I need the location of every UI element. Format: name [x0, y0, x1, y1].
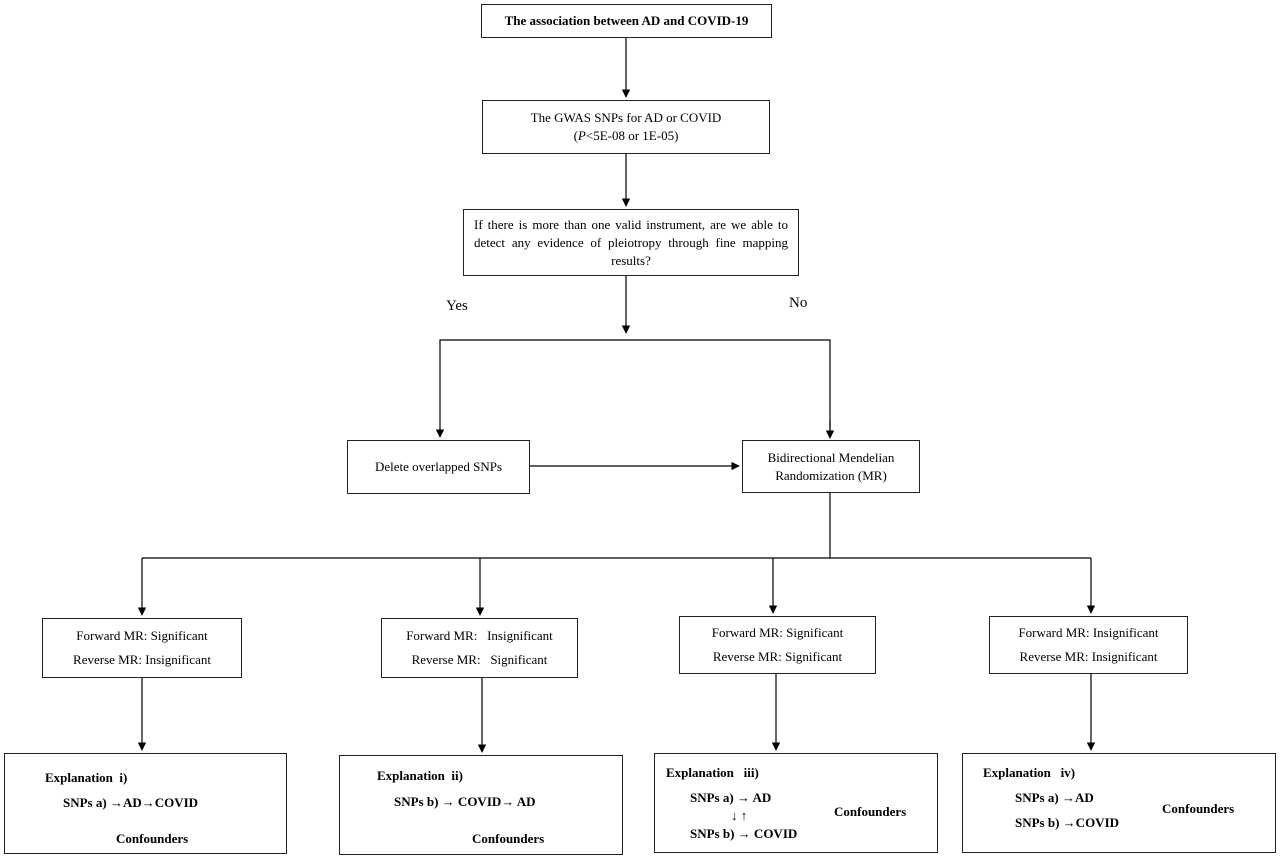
explanation-2-confounders: Confounders: [472, 831, 545, 846]
explanation-box-1: [4, 753, 287, 854]
gwas-threshold: <5E-08 or 1E-05): [585, 128, 679, 143]
outcome-box-3: Forward MR: Significant Reverse MR: Sign…: [679, 616, 876, 674]
mr-line2: Randomization (MR): [775, 467, 887, 483]
outcome-box-1: Forward MR: Significant Reverse MR: Insi…: [42, 618, 242, 678]
edge-split-no: [626, 339, 831, 437]
explanation-1-title: Explanation i): [45, 770, 128, 785]
explanation-3-title: Explanation iii): [666, 765, 759, 780]
explanation-4-snp-b: SNPs b) →COVID: [1015, 815, 1120, 830]
question-box: If there is more than one valid instrume…: [463, 209, 799, 276]
explanation-3-snp-b: SNPs b) → COVID: [690, 826, 798, 841]
explanation-box-3: [654, 753, 938, 853]
explanation-3-bidirectional: ↓ ↑: [731, 808, 748, 823]
outcome-3-forward: Forward MR: Significant: [711, 625, 844, 640]
explanation-3-confounders: Confounders: [834, 804, 907, 819]
outcome-box-2: Forward MR: Insignificant Reverse MR: Si…: [381, 618, 578, 678]
question-text: If there is more than one valid instrume…: [474, 216, 788, 268]
delete-text: Delete overlapped SNPs: [374, 459, 503, 474]
branch-yes-label: Yes: [446, 298, 468, 314]
outcome-2-forward: Forward MR: Insignificant: [406, 628, 553, 643]
explanation-1-snps: SNPs a) →AD→COVID: [63, 795, 199, 810]
gwas-p-italic: P: [577, 128, 586, 143]
outcome-3-reverse: Reverse MR: Significant: [712, 649, 843, 664]
mr-box: Bidirectional Mendelian Randomization (M…: [742, 440, 920, 493]
explanation-2-snps: SNPs b) → COVID→ AD: [394, 794, 536, 809]
outcome-4-forward: Forward MR: Insignificant: [1018, 625, 1159, 640]
gwas-line2: (P<5E-08 or 1E-05): [573, 128, 679, 143]
outcome-4-reverse: Reverse MR: Insignificant: [1019, 649, 1158, 664]
outcome-box-4: Forward MR: Insignificant Reverse MR: In…: [989, 616, 1188, 674]
outcome-1-forward: Forward MR: Significant: [76, 628, 208, 643]
edge-split-yes: [435, 339, 626, 438]
gwas-box: The GWAS SNPs for AD or COVID (P<5E-08 o…: [482, 100, 770, 154]
explanation-3-snp-a: SNPs a) → AD: [690, 790, 772, 805]
explanation-box-4: [962, 753, 1276, 853]
title-box: The association between AD and COVID-19: [481, 4, 772, 38]
explanation-2-title: Explanation ii): [377, 768, 463, 783]
gwas-line1: The GWAS SNPs for AD or COVID: [530, 110, 722, 125]
explanation-box-2: [339, 755, 623, 855]
outcome-2-reverse: Reverse MR: Significant: [411, 652, 548, 667]
delete-box: Delete overlapped SNPs: [347, 440, 530, 494]
explanation-4-snp-a: SNPs a) →AD: [1015, 790, 1094, 805]
explanation-4-title: Explanation iv): [983, 765, 1076, 780]
title-text: The association between AD and COVID-19: [504, 13, 749, 28]
explanation-4-confounders: Confounders: [1162, 801, 1235, 816]
outcome-1-reverse: Reverse MR: Insignificant: [73, 652, 211, 667]
branch-no-label: No: [789, 295, 808, 311]
explanation-1-confounders: Confounders: [116, 831, 189, 846]
mr-line1: Bidirectional Mendelian: [767, 449, 895, 465]
